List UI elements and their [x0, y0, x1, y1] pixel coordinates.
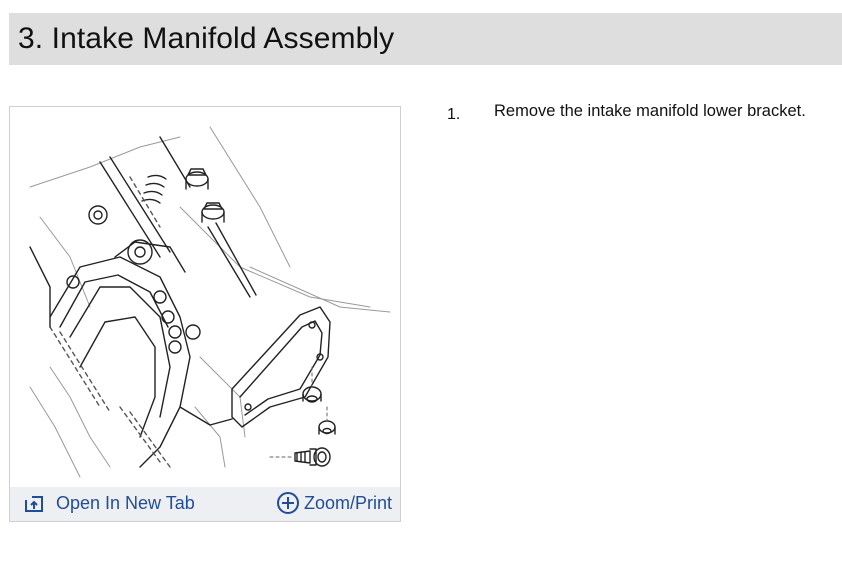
step-text: Remove the intake manifold lower bracket… [494, 102, 806, 120]
zoom-print-label: Zoom/Print [303, 492, 392, 513]
step-number: 1. [447, 106, 461, 123]
plus-circle-icon [276, 492, 299, 514]
open-in-new-tab-link[interactable]: Open In New Tab [24, 493, 195, 514]
zoom-print-link[interactable]: Zoom/Print [276, 491, 392, 515]
section-header: 3. Intake Manifold Assembly [9, 13, 842, 65]
figure-toolbar: Open In New Tab Zoom/Print [10, 487, 400, 521]
open-new-tab-icon [25, 495, 43, 512]
step-item: 1. Remove the intake manifold lower brac… [447, 102, 842, 123]
step-list: 1. Remove the intake manifold lower brac… [447, 102, 842, 123]
section-title: 3. Intake Manifold Assembly [18, 22, 395, 55]
open-in-new-tab-label: Open In New Tab [56, 493, 195, 513]
figure-box: Open In New Tab Zoom/Print [9, 106, 401, 522]
illustration-intake-manifold-bracket [10, 107, 400, 487]
